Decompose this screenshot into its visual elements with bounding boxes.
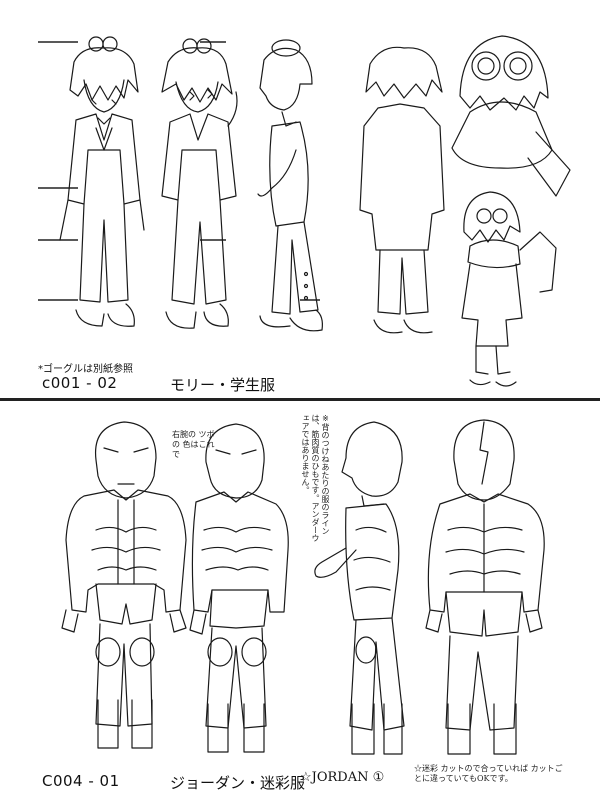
underwear-note: ※背のつけねあたりの服のラインは、筋肉質のひもです。アンダーウェアではありません… bbox=[301, 414, 330, 542]
sheet-divider bbox=[0, 398, 600, 401]
arm-color-note: 右腕の ツボの 色はこれで bbox=[172, 430, 215, 459]
character-name: ジョーダン・迷彩服 bbox=[170, 774, 306, 792]
molly-scarf-closeup bbox=[451, 35, 571, 197]
character-name: モリー・学生服 bbox=[170, 376, 276, 394]
molly-drawings bbox=[38, 35, 571, 387]
molly-front-view bbox=[59, 36, 145, 327]
molly-small-fullbody bbox=[461, 191, 557, 387]
character-sheet-molly: *ゴーグルは別紙参照 c001 - 02 モリー・学生服 bbox=[38, 35, 571, 394]
jordan-drawings bbox=[61, 419, 545, 755]
character-code: C004 - 01 bbox=[42, 772, 120, 790]
goggle-reference-note: *ゴーグルは別紙参照 bbox=[38, 364, 133, 375]
jordan-back-view bbox=[425, 419, 545, 755]
jordan-front-view bbox=[61, 421, 187, 749]
character-sheet-jordan: 右腕の ツボの 色はこれで ※背のつけねあたりの服のラインは、筋肉質のひもです。… bbox=[0, 400, 600, 800]
jordan-three-quarter-view bbox=[189, 423, 289, 753]
artist-signature: ☆JORDAN ① bbox=[300, 770, 385, 785]
height-guides bbox=[38, 41, 320, 301]
molly-side-view bbox=[257, 39, 323, 332]
molly-three-quarter-view bbox=[161, 38, 238, 329]
molly-back-view bbox=[359, 46, 445, 334]
camouflage-note: ☆迷彩 カットので合っていれば カットごとに違っていてもOKです。 bbox=[414, 764, 563, 783]
character-code: c001 - 02 bbox=[42, 374, 118, 392]
jordan-side-view bbox=[314, 421, 405, 755]
